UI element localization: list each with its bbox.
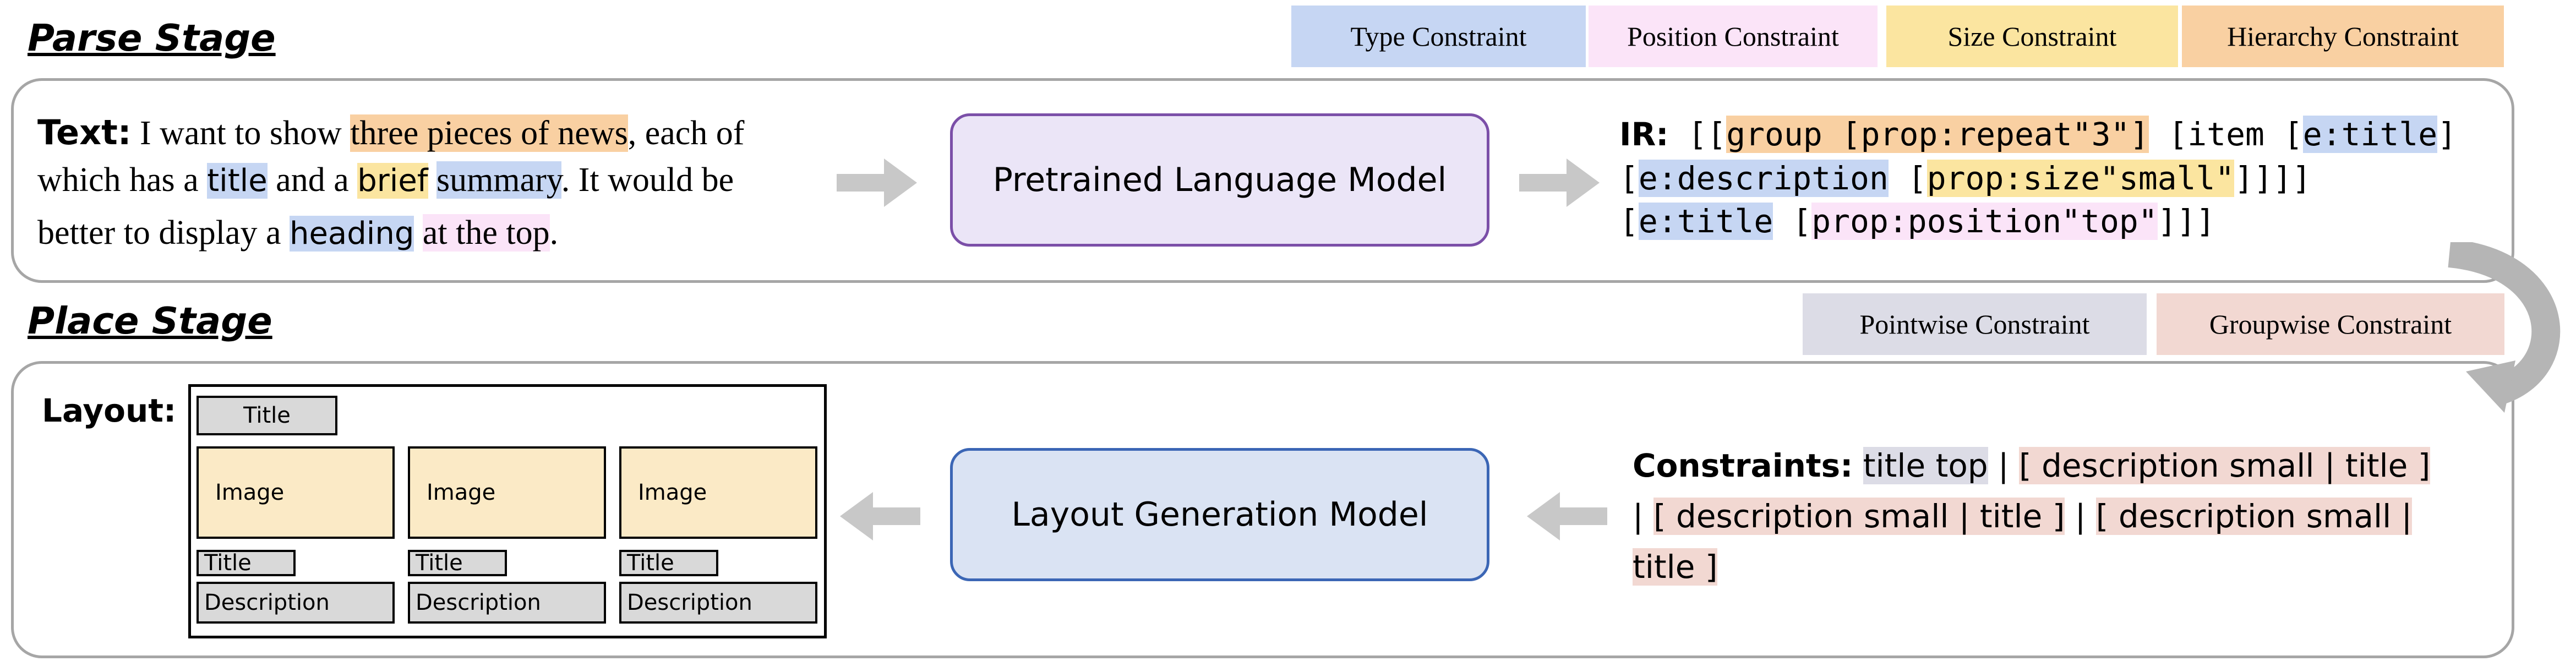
ir-element-description: e:description — [1638, 160, 1889, 197]
ir-line-3: [e:title [prop:position"top"]]] — [1619, 200, 2215, 242]
text-input-line-2: which has a title and a brief summary. I… — [37, 157, 734, 204]
highlight-title: title — [207, 163, 268, 199]
layout-image: Image — [408, 446, 606, 539]
layout-image: Image — [197, 446, 395, 539]
layout-item-title: Title — [197, 550, 296, 576]
layout-item-description: Description — [619, 582, 817, 624]
curved-arrow-icon — [2448, 242, 2561, 413]
legend-size-constraint: Size Constraint — [1886, 6, 2178, 67]
ir-span: [[ — [1668, 116, 1727, 153]
ir-span: ]]] — [2157, 203, 2215, 240]
layout-top-title: Title — [197, 396, 337, 435]
groupwise-constraint-2: [ description small | title ] — [1653, 498, 2065, 535]
ir-span: [ — [1619, 203, 1639, 240]
highlight-at-the-top: at the top — [422, 214, 550, 252]
constraints-span: | — [1988, 447, 2020, 484]
constraints-label: Constraints: — [1633, 447, 1853, 484]
constraints-span: | — [2065, 498, 2096, 535]
layout-label: Layout: — [42, 392, 177, 429]
text-span — [428, 161, 437, 199]
legend-pointwise-constraint: Pointwise Constraint — [1803, 293, 2147, 355]
ir-line-1: IR: [[group [prop:repeat"3"] [item [e:ti… — [1619, 113, 2457, 155]
place-stage-title: Place Stage — [28, 299, 272, 342]
highlight-heading: heading — [289, 216, 414, 252]
text-span: . It would be — [561, 161, 734, 199]
legend-hierarchy-constraint: Hierarchy Constraint — [2182, 6, 2504, 67]
groupwise-constraint-3: [ description small | — [2095, 498, 2413, 535]
highlight-three-pieces-of-news: three pieces of news — [350, 114, 628, 152]
text-span: better to display a — [37, 214, 290, 252]
layout-generation-model-box: Layout Generation Model — [950, 448, 1489, 581]
legend-groupwise-constraint: Groupwise Constraint — [2157, 293, 2504, 355]
pretrained-language-model-box: Pretrained Language Model — [950, 113, 1489, 247]
highlight-brief: brief — [357, 163, 428, 199]
constraints-line-1: Constraints: title top | [ description s… — [1633, 440, 2431, 491]
arrow-right-icon — [837, 159, 917, 207]
text-input-line-3: better to display a heading at the top. — [37, 210, 558, 256]
groupwise-constraint-3-end: title ] — [1633, 548, 1718, 586]
text-span: . — [549, 214, 559, 252]
ir-span: [ — [1773, 203, 1812, 240]
text-span: and a — [267, 161, 358, 199]
layout-item-title: Title — [408, 550, 507, 576]
ir-group-repeat: group [prop:repeat"3"] — [1726, 116, 2149, 153]
pointwise-title-top: title top — [1863, 447, 1988, 484]
ir-prop-size: prop:size"small" — [1926, 160, 2235, 197]
constraints-span — [1853, 447, 1863, 484]
text-input-line-1: Text: I want to show three pieces of new… — [37, 110, 744, 156]
layout-item-description: Description — [197, 582, 395, 624]
constraints-span: | — [1633, 498, 1653, 535]
ir-span: ] — [2437, 116, 2457, 153]
legend-type-constraint: Type Constraint — [1291, 6, 1586, 67]
text-label: Text: — [37, 112, 132, 152]
groupwise-constraint-1: [ description small | title ] — [2019, 447, 2431, 484]
layout-item-title: Title — [619, 550, 718, 576]
text-span — [414, 214, 423, 252]
ir-prop-position: prop:position"top" — [1811, 203, 2158, 240]
legend-position-constraint: Position Constraint — [1589, 6, 1878, 67]
highlight-summary: summary — [436, 161, 561, 199]
text-span: I want to show — [131, 114, 351, 152]
arrow-left-icon — [1527, 492, 1607, 540]
ir-span: ]]]] — [2234, 160, 2312, 197]
parse-stage-title: Parse Stage — [28, 17, 276, 59]
text-span: which has a — [37, 161, 208, 199]
text-span: , each of — [627, 114, 745, 152]
ir-label: IR: — [1619, 116, 1669, 153]
layout-image: Image — [619, 446, 817, 539]
ir-element-title: e:title — [2302, 116, 2438, 153]
constraints-line-3: title ] — [1633, 542, 1718, 592]
layout-item-description: Description — [408, 582, 606, 624]
ir-element-title: e:title — [1638, 203, 1773, 240]
ir-span: [ — [1619, 160, 1639, 197]
ir-span: [ — [1888, 160, 1927, 197]
layout-canvas: Title Image Title Description Image Titl… — [188, 384, 827, 638]
arrow-right-icon — [1519, 159, 1600, 207]
constraints-line-2: | [ description small | title ] | [ desc… — [1633, 491, 2413, 542]
ir-line-2: [e:description [prop:size"small"]]]] — [1619, 157, 2311, 199]
arrow-left-icon — [840, 492, 920, 540]
ir-span: [item [ — [2149, 116, 2303, 153]
